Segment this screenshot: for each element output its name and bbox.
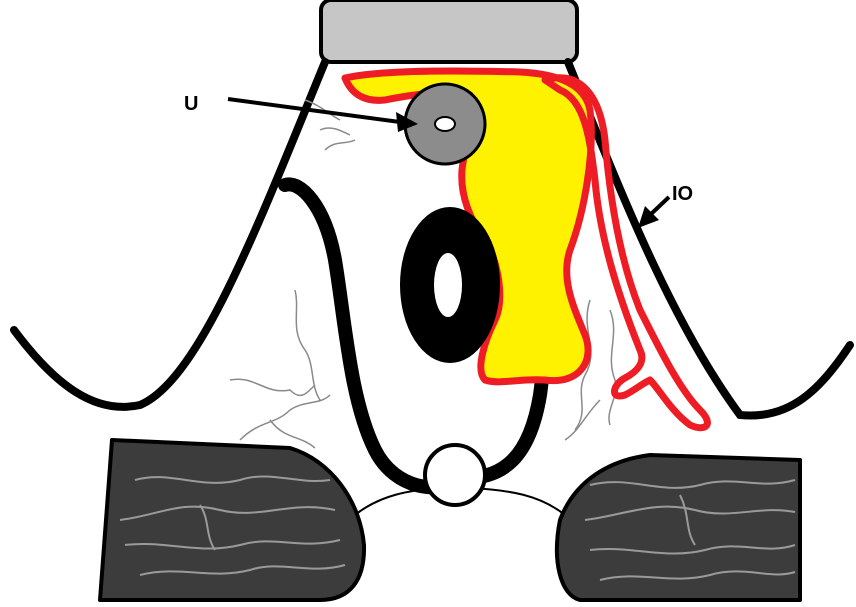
right-pelvic-wall (568, 62, 850, 416)
urethra-label: U (184, 93, 198, 115)
internal-obturator-label: IO (672, 183, 693, 205)
arrow-icon (228, 99, 418, 132)
arrow-icon (638, 197, 669, 228)
left-leg-block (100, 440, 364, 600)
left-pelvic-wall (14, 62, 325, 407)
vaginal-lumen (434, 253, 462, 317)
right-connector-line (470, 488, 565, 515)
urethra-lumen (435, 117, 455, 131)
top-block (321, 0, 577, 62)
anal-circle (425, 445, 485, 505)
